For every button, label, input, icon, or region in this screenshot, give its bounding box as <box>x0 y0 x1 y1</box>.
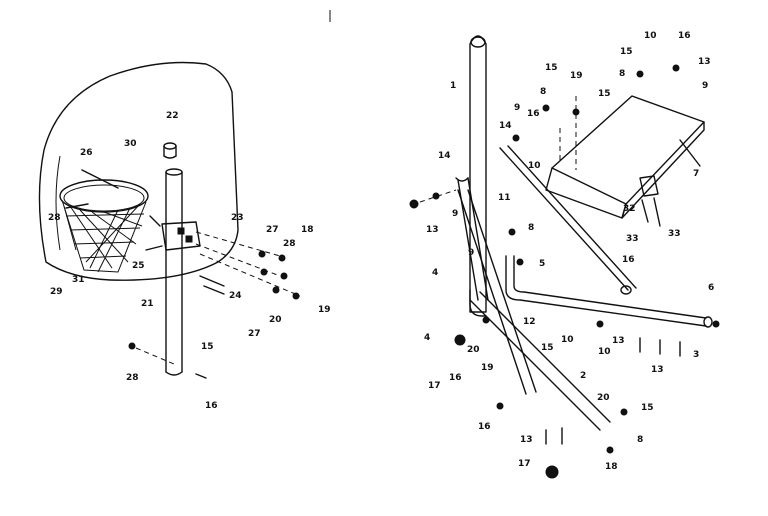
part-number-label: 19 <box>318 305 331 315</box>
part-number-label: 17 <box>428 381 441 391</box>
part-number-label: 33 <box>626 234 639 244</box>
part-number-label: 16 <box>678 31 691 41</box>
part-number-label: 24 <box>229 291 242 301</box>
part-number-label: 18 <box>605 462 618 472</box>
part-number-label: 9 <box>514 103 520 113</box>
part-number-label: 13 <box>520 435 533 445</box>
support-pole <box>163 142 183 376</box>
part-number-label: 4 <box>432 268 438 278</box>
part-number-label: 25 <box>132 261 145 271</box>
part-number-label: 3 <box>693 350 699 360</box>
part-number-label: 28 <box>283 239 296 249</box>
part-number-label: 13 <box>698 57 711 67</box>
part-number-label: 2 <box>580 371 586 381</box>
part-number-label: 10 <box>528 161 541 171</box>
part-number-label: 15 <box>201 342 214 352</box>
part-number-label: 30 <box>124 139 137 149</box>
part-number-label: 13 <box>612 336 625 346</box>
part-number-label: 19 <box>570 71 583 81</box>
part-number-label: 6 <box>708 283 714 293</box>
part-number-label: 28 <box>126 373 139 383</box>
part-number-label: 10 <box>561 335 574 345</box>
part-number-label: 8 <box>619 69 625 79</box>
weight-tray <box>545 95 705 219</box>
part-number-label: 26 <box>80 148 93 158</box>
part-number-label: 23 <box>231 213 244 223</box>
part-number-label: 20 <box>467 345 480 355</box>
part-number-label: 13 <box>426 225 439 235</box>
part-number-label: 10 <box>598 347 611 357</box>
part-number-label: 13 <box>651 365 664 375</box>
part-number-label: 16 <box>527 109 540 119</box>
part-number-label: 27 <box>266 225 279 235</box>
part-number-label: 1 <box>450 81 456 91</box>
part-number-label: 10 <box>644 31 657 41</box>
base-frame <box>455 145 713 431</box>
part-number-label: 9 <box>468 248 474 258</box>
part-number-label: 17 <box>518 459 531 469</box>
part-number-label: 16 <box>449 373 462 383</box>
part-number-label: 19 <box>481 363 494 373</box>
part-number-label: 15 <box>641 403 654 413</box>
part-number-label: 16 <box>622 255 635 265</box>
part-number-label: 15 <box>620 47 633 57</box>
part-number-label: 15 <box>545 63 558 73</box>
left-hardware <box>65 169 301 379</box>
part-number-label: 31 <box>72 275 85 285</box>
part-number-label: 12 <box>523 317 536 327</box>
part-number-label: 29 <box>50 287 63 297</box>
backboard <box>38 61 239 281</box>
mounting-bracket <box>145 215 201 251</box>
part-number-label: 20 <box>269 315 282 325</box>
part-number-label: 15 <box>541 343 554 353</box>
part-number-label: 5 <box>539 259 545 269</box>
part-number-label: 32 <box>623 204 636 214</box>
part-number-label: 8 <box>528 223 534 233</box>
part-number-label: 28 <box>48 213 61 223</box>
part-number-label: 14 <box>499 121 512 131</box>
right-hardware <box>409 64 720 479</box>
part-number-label: 33 <box>668 229 681 239</box>
part-number-label: 22 <box>166 111 179 121</box>
part-number-label: 21 <box>141 299 154 309</box>
basketball-net <box>61 199 147 273</box>
part-number-label: 11 <box>498 193 511 203</box>
part-number-label: 4 <box>424 333 430 343</box>
part-number-label: 18 <box>301 225 314 235</box>
tray-bracket <box>639 175 661 227</box>
part-number-label: 16 <box>205 401 218 411</box>
part-number-label: 7 <box>693 169 699 179</box>
part-number-label: 14 <box>438 151 451 161</box>
part-number-label: 16 <box>478 422 491 432</box>
main-upright-tube <box>469 35 487 313</box>
part-number-label: 9 <box>452 209 458 219</box>
part-number-label: 27 <box>248 329 261 339</box>
part-number-label: 20 <box>597 393 610 403</box>
part-number-label: 9 <box>702 81 708 91</box>
part-number-label: 8 <box>540 87 546 97</box>
part-number-label: 8 <box>637 435 643 445</box>
part-number-label: 15 <box>598 89 611 99</box>
